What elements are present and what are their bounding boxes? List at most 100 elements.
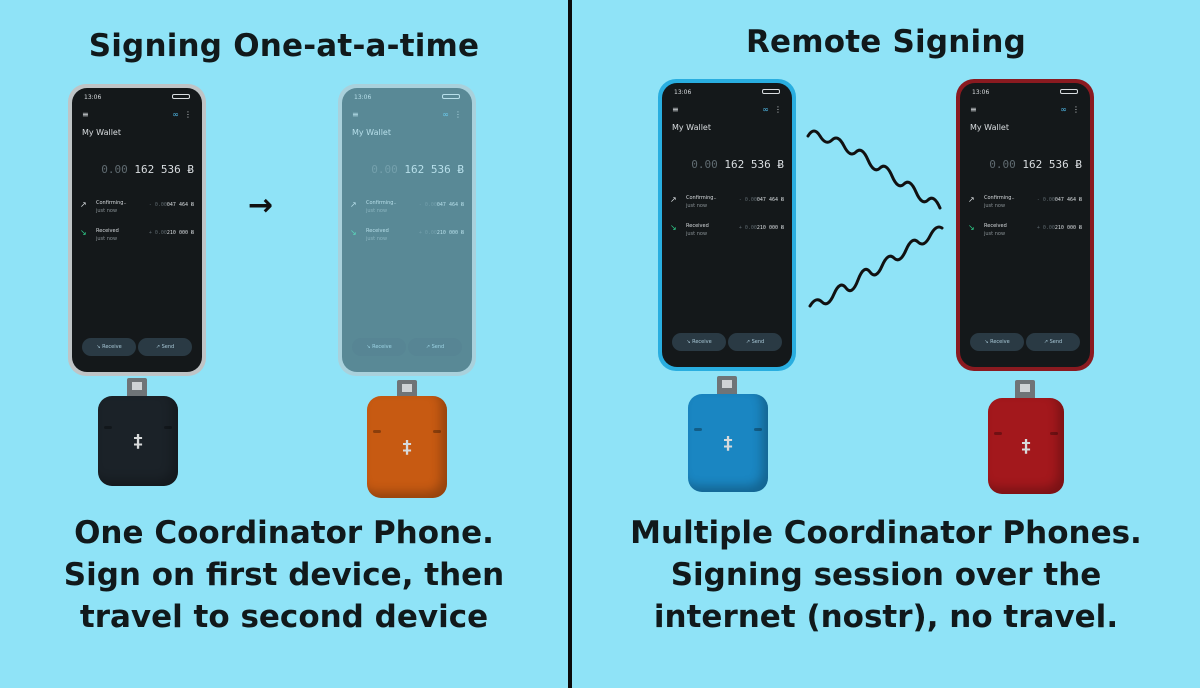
receive-button[interactable]: ↘ Receive	[672, 333, 726, 351]
usb-connector-icon	[397, 380, 417, 400]
transaction-amount: - 0.00047 464 Ƀ	[149, 202, 194, 208]
device-groove	[373, 430, 381, 433]
device-groove	[433, 430, 441, 433]
phone-screen: 13:06 ≡ ∞ ⋮ My Wallet 0.00 162 536 Ƀ ↗ C…	[662, 83, 792, 367]
clock: 13:06	[354, 94, 372, 101]
balance-leading-zeros: 0.00	[691, 158, 718, 171]
usb-connector-icon	[1015, 380, 1035, 400]
transaction-time: just now	[366, 208, 388, 214]
wallet-balance: 0.00 162 536 Ƀ	[371, 163, 464, 176]
more-icon[interactable]: ⋮	[454, 110, 462, 119]
balance-leading-zeros: 0.00	[371, 163, 398, 176]
left-caption: One Coordinator Phone. Sign on first dev…	[0, 512, 568, 638]
balance-amount: 162 536 Ƀ	[1022, 158, 1082, 171]
signal-wave-icon	[806, 129, 942, 210]
amount-leading: - 0.00	[148, 202, 167, 208]
device-groove	[104, 426, 112, 429]
arrow-up-right-icon: ↗	[80, 200, 87, 209]
link-icon[interactable]: ∞	[172, 110, 179, 119]
amount-leading: + 0.00	[148, 230, 167, 236]
battery-icon	[172, 94, 190, 99]
status-bar: 13:06	[972, 89, 1078, 96]
signing-device-orange: ‡	[367, 396, 447, 498]
caption-line: One Coordinator Phone.	[74, 515, 494, 551]
frostsnap-logo-icon: ‡	[1020, 435, 1032, 457]
transaction-label: Confirming..	[96, 200, 127, 206]
send-button[interactable]: ↗ Send	[728, 333, 782, 351]
link-icon[interactable]: ∞	[442, 110, 449, 119]
app-bar: ≡ ∞ ⋮	[352, 110, 462, 119]
arrow-down-right-icon: ↘	[968, 223, 975, 232]
wallet-title: My Wallet	[970, 123, 1009, 132]
coordinator-phone-blue: 13:06 ≡ ∞ ⋮ My Wallet 0.00 162 536 Ƀ ↗ C…	[658, 79, 796, 371]
phone-screen: 13:06 ≡ ∞ ⋮ My Wallet 0.00 162 536 Ƀ ↗ C…	[960, 83, 1090, 367]
wallet-balance: 0.00 162 536 Ƀ	[691, 158, 784, 171]
frostsnap-logo-icon: ‡	[401, 436, 413, 458]
signing-device-blue: ‡	[688, 394, 768, 492]
caption-line: Signing session over the	[670, 557, 1102, 593]
send-button[interactable]: ↗ Send	[1026, 333, 1080, 351]
battery-icon	[1060, 89, 1078, 94]
transaction-time: just now	[984, 203, 1006, 209]
transaction-time: just now	[686, 203, 708, 209]
arrow-up-right-icon: ↗	[968, 195, 975, 204]
transaction-label: Received	[366, 228, 389, 234]
receive-button[interactable]: ↘ Receive	[82, 338, 136, 356]
device-groove	[1050, 432, 1058, 435]
wallet-title: My Wallet	[672, 123, 711, 132]
more-icon[interactable]: ⋮	[184, 110, 192, 119]
transaction-label: Received	[686, 223, 709, 229]
status-bar: 13:06	[354, 94, 460, 101]
more-icon[interactable]: ⋮	[774, 105, 782, 114]
wallet-balance: 0.00 162 536 Ƀ	[101, 163, 194, 176]
menu-icon[interactable]: ≡	[672, 105, 679, 114]
amount-leading: + 0.00	[738, 225, 757, 231]
arrow-up-right-icon: ↗	[670, 195, 677, 204]
menu-icon[interactable]: ≡	[970, 105, 977, 114]
amount-main: 210 000 Ƀ	[436, 230, 464, 236]
amount-main: 047 464 Ƀ	[166, 202, 194, 208]
transaction-time: just now	[686, 231, 708, 237]
signing-device-black: ‡	[98, 396, 178, 486]
arrow-down-right-icon: ↘	[670, 223, 677, 232]
phone-screen: 13:06 ≡ ∞ ⋮ My Wallet 0.00 162 536 Ƀ ↗ C…	[72, 88, 202, 372]
device-groove	[164, 426, 172, 429]
receive-button[interactable]: ↘ Receive	[352, 338, 406, 356]
panel-divider	[568, 0, 572, 688]
battery-icon	[442, 94, 460, 99]
amount-main: 047 464 Ƀ	[1054, 197, 1082, 203]
link-icon[interactable]: ∞	[762, 105, 769, 114]
amount-leading: + 0.00	[418, 230, 437, 236]
receive-button[interactable]: ↘ Receive	[970, 333, 1024, 351]
frostsnap-logo-icon: ‡	[132, 430, 144, 452]
signing-device-red: ‡	[988, 398, 1064, 494]
amount-leading: - 0.00	[1036, 197, 1055, 203]
transaction-label: Confirming..	[686, 195, 717, 201]
wallet-title: My Wallet	[82, 128, 121, 137]
amount-leading: - 0.00	[738, 197, 757, 203]
phone-screen: 13:06 ≡ ∞ ⋮ My Wallet 0.00 162 536 Ƀ ↗ C…	[342, 88, 472, 372]
transaction-amount: + 0.00210 000 Ƀ	[1037, 225, 1082, 231]
send-button[interactable]: ↗ Send	[138, 338, 192, 356]
send-button[interactable]: ↗ Send	[408, 338, 462, 356]
left-heading: Signing One-at-a-time	[88, 28, 480, 64]
more-icon[interactable]: ⋮	[1072, 105, 1080, 114]
caption-line: Multiple Coordinator Phones.	[630, 515, 1142, 551]
transaction-time: just now	[96, 208, 118, 214]
travel-arrow-icon: →	[248, 188, 274, 223]
menu-icon[interactable]: ≡	[82, 110, 89, 119]
menu-icon[interactable]: ≡	[352, 110, 359, 119]
frostsnap-logo-icon: ‡	[722, 432, 734, 454]
transaction-amount: + 0.00210 000 Ƀ	[419, 230, 464, 236]
transaction-amount: - 0.00047 464 Ƀ	[419, 202, 464, 208]
status-bar: 13:06	[84, 94, 190, 101]
transaction-label: Received	[984, 223, 1007, 229]
signal-wave-icon	[808, 225, 944, 308]
right-heading: Remote Signing	[745, 24, 1027, 60]
transaction-time: just now	[984, 231, 1006, 237]
link-icon[interactable]: ∞	[1060, 105, 1067, 114]
caption-line: Sign on first device, then	[63, 557, 505, 593]
clock: 13:06	[972, 89, 990, 96]
transaction-time: just now	[366, 236, 388, 242]
